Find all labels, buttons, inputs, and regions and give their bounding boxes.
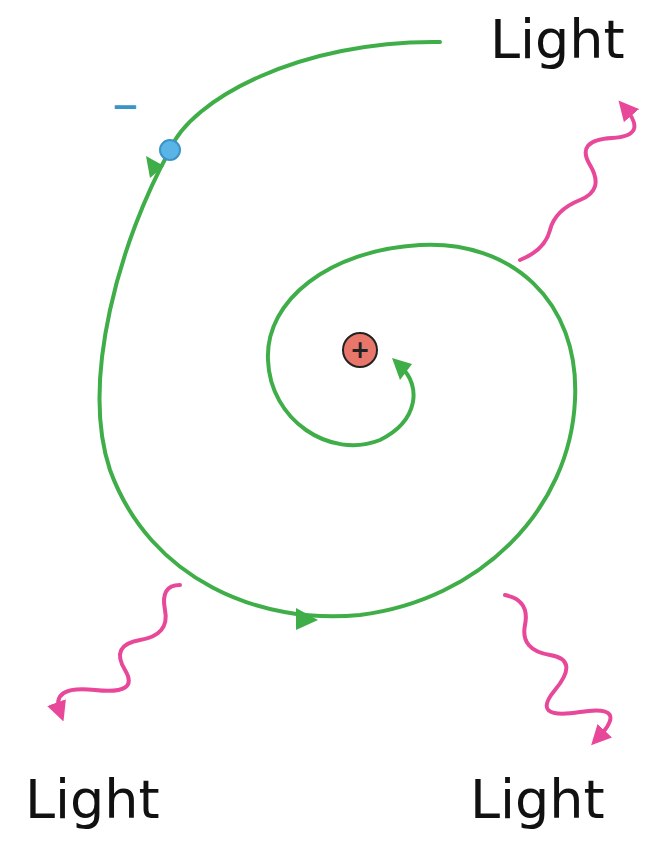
charge-sign: − <box>111 89 140 123</box>
path-arrowhead <box>392 358 412 380</box>
light-wave <box>58 585 180 712</box>
electron-dot: − <box>159 139 181 161</box>
path-arrowhead <box>146 156 164 178</box>
light-label: Light <box>25 770 160 829</box>
path-arrowhead <box>296 608 318 630</box>
light-wave <box>520 108 634 260</box>
light-label: Light <box>490 10 625 69</box>
charge-sign: + <box>350 338 370 362</box>
nucleus-circle: + <box>342 332 378 368</box>
light-label: Light <box>470 770 605 829</box>
electron-path <box>100 42 576 616</box>
light-wave <box>505 595 610 738</box>
